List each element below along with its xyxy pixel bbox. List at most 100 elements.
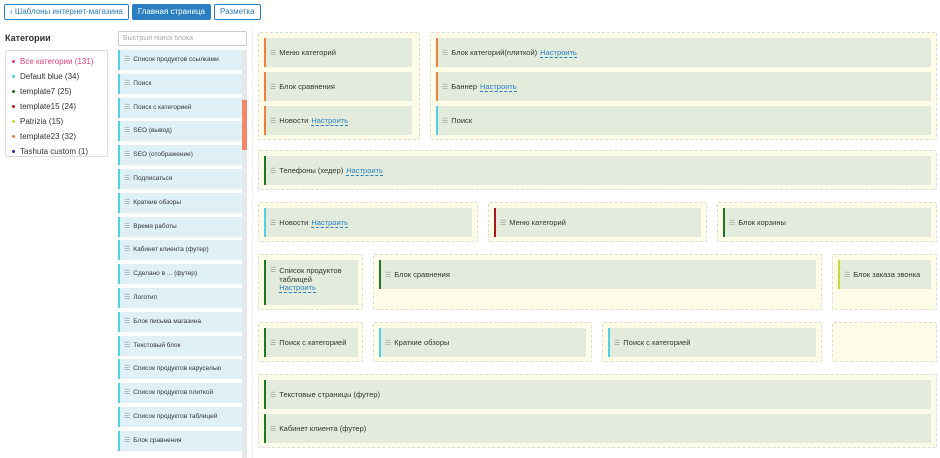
drag-handle-icon[interactable]: ☰	[385, 271, 392, 279]
drag-handle-icon[interactable]: ☰	[442, 49, 449, 57]
layout-block[interactable]: ☰Меню категорий	[494, 208, 701, 237]
palette-block-item[interactable]: ☰Текстовый блок	[118, 335, 242, 356]
drag-handle-icon[interactable]: ☰	[124, 365, 131, 373]
palette-block-item[interactable]: ☰Кабинет клиента (футер)	[118, 240, 242, 261]
drag-handle-icon[interactable]: ☰	[270, 167, 277, 175]
drag-handle-icon[interactable]: ☰	[385, 339, 392, 347]
category-item[interactable]: Default blue (34)	[12, 69, 107, 84]
palette-block-item[interactable]: ☰Список продуктов плиткой	[118, 383, 242, 404]
category-item[interactable]: template23 (32)	[12, 129, 107, 144]
palette-block-label: Блок сравнения	[133, 436, 182, 444]
layout-column: ☰Блок корзины	[717, 202, 937, 242]
configure-link[interactable]: Настроить	[311, 217, 348, 228]
palette-block-item[interactable]: ☰Список продуктов ссылками	[118, 50, 242, 70]
palette-block-label: Время работы	[133, 222, 177, 230]
category-dot-icon	[12, 135, 15, 138]
configure-link[interactable]: Настроить	[540, 47, 577, 58]
drag-handle-icon[interactable]: ☰	[614, 339, 621, 347]
category-item[interactable]: template7 (25)	[12, 84, 107, 99]
drag-handle-icon[interactable]: ☰	[124, 317, 131, 325]
palette-block-item[interactable]: ☰Поиск с категорией	[118, 97, 242, 118]
palette-block-item[interactable]: ☰Список продуктов таблицей	[118, 406, 242, 427]
palette-block-item[interactable]: ☰Список продуктов каруселью	[118, 359, 242, 380]
drag-handle-icon[interactable]: ☰	[270, 339, 277, 347]
drag-handle-icon[interactable]: ☰	[270, 83, 277, 91]
drag-handle-icon[interactable]: ☰	[270, 219, 277, 227]
drag-handle-icon[interactable]: ☰	[124, 151, 131, 159]
drag-handle-icon[interactable]: ☰	[124, 222, 131, 230]
palette-block-item[interactable]: ☰Сделано в ... (футер)	[118, 264, 242, 285]
drag-handle-icon[interactable]: ☰	[124, 79, 131, 87]
drag-handle-icon[interactable]: ☰	[124, 389, 131, 397]
drag-handle-icon[interactable]: ☰	[124, 293, 131, 301]
category-item[interactable]: Все категории (131)	[12, 54, 107, 69]
palette-block-item[interactable]: ☰SEO (вывод)	[118, 121, 242, 142]
tab-main-page[interactable]: Главная страница	[131, 4, 211, 20]
drag-handle-icon[interactable]: ☰	[124, 246, 131, 254]
layout-block[interactable]: ☰Поиск с категорией	[264, 328, 358, 357]
palette-block-item[interactable]: ☰Поиск	[118, 73, 242, 94]
category-label: Все категории (131)	[20, 57, 94, 66]
palette-block-item[interactable]: ☰Подписаться	[118, 168, 242, 189]
palette-block-item[interactable]: ☰Блок письма магазина	[118, 311, 242, 332]
scrollbar-thumb[interactable]	[242, 100, 247, 150]
drag-handle-icon[interactable]: ☰	[270, 391, 277, 399]
palette-block-item[interactable]: ☰Блок сравнения	[118, 430, 242, 451]
configure-link[interactable]: Настроить	[279, 283, 316, 293]
drag-handle-icon[interactable]: ☰	[124, 56, 131, 63]
layout-column: ☰Поиск с категорией	[602, 322, 822, 362]
drag-handle-icon[interactable]: ☰	[442, 83, 449, 91]
configure-link[interactable]: Настроить	[311, 115, 348, 126]
category-item[interactable]: Patrizia (15)	[12, 114, 107, 129]
layout-block[interactable]: ☰Поиск	[436, 106, 931, 135]
drag-handle-icon[interactable]: ☰	[729, 219, 736, 227]
block-label: Новости	[279, 218, 309, 227]
drag-handle-icon[interactable]: ☰	[442, 117, 449, 125]
palette-block-item[interactable]: ☰SEO (отображение)	[118, 145, 242, 166]
drag-handle-icon[interactable]: ☰	[500, 219, 507, 227]
block-search-input[interactable]	[118, 31, 247, 46]
back-to-templates-button[interactable]: ‹ Шаблоны интернет-магазина	[4, 4, 129, 20]
category-item[interactable]: template15 (24)	[12, 99, 107, 114]
palette-block-item[interactable]: ☰Время работы	[118, 216, 242, 237]
layout-block[interactable]: ☰Кабинет клиента (футер)	[264, 414, 931, 443]
category-label: template15 (24)	[20, 102, 77, 111]
drag-handle-icon[interactable]: ☰	[124, 341, 131, 349]
drag-handle-icon[interactable]: ☰	[124, 412, 131, 420]
palette-block-label: Поиск с категорией	[133, 103, 192, 111]
palette-block-item[interactable]: ☰Логотип	[118, 287, 242, 308]
drag-handle-icon[interactable]: ☰	[270, 49, 277, 57]
layout-block[interactable]: ☰Блок заказа звонка	[838, 260, 931, 289]
drag-handle-icon[interactable]: ☰	[124, 127, 131, 135]
layout-block[interactable]: ☰Блок категорий(плиткой)Настроить	[436, 38, 931, 67]
layout-block[interactable]: ☰Блок сравнения	[264, 72, 412, 101]
drag-handle-icon[interactable]: ☰	[270, 267, 277, 274]
layout-column: ☰Поиск с категорией	[258, 322, 363, 362]
drag-handle-icon[interactable]: ☰	[270, 425, 277, 433]
layout-block[interactable]: ☰Блок корзины	[723, 208, 931, 237]
drag-handle-icon[interactable]: ☰	[124, 198, 131, 206]
layout-block[interactable]: ☰Телефоны (хедер)Настроить	[264, 156, 931, 185]
tab-layout[interactable]: Разметка	[214, 4, 261, 20]
category-item[interactable]: Tashuta custom (1)	[12, 144, 107, 159]
palette-block-item[interactable]: ☰Краткие обзоры	[118, 192, 242, 213]
layout-block[interactable]: ☰Блок сравнения	[379, 260, 816, 289]
layout-block[interactable]: ☰Краткие обзоры	[379, 328, 586, 357]
block-palette-scrollbar[interactable]	[242, 50, 247, 458]
configure-link[interactable]: Настроить	[480, 81, 517, 92]
drag-handle-icon[interactable]: ☰	[844, 271, 851, 279]
drag-handle-icon[interactable]: ☰	[124, 174, 131, 182]
configure-link[interactable]: Настроить	[346, 165, 383, 176]
drag-handle-icon[interactable]: ☰	[124, 436, 131, 444]
drag-handle-icon[interactable]: ☰	[124, 270, 131, 278]
drag-handle-icon[interactable]: ☰	[270, 117, 277, 125]
drag-handle-icon[interactable]: ☰	[124, 103, 131, 111]
layout-block[interactable]: ☰Меню категорий	[264, 38, 412, 67]
layout-block[interactable]: ☰Текстовые страницы (футер)	[264, 380, 931, 409]
layout-block[interactable]: ☰Поиск с категорией	[608, 328, 816, 357]
